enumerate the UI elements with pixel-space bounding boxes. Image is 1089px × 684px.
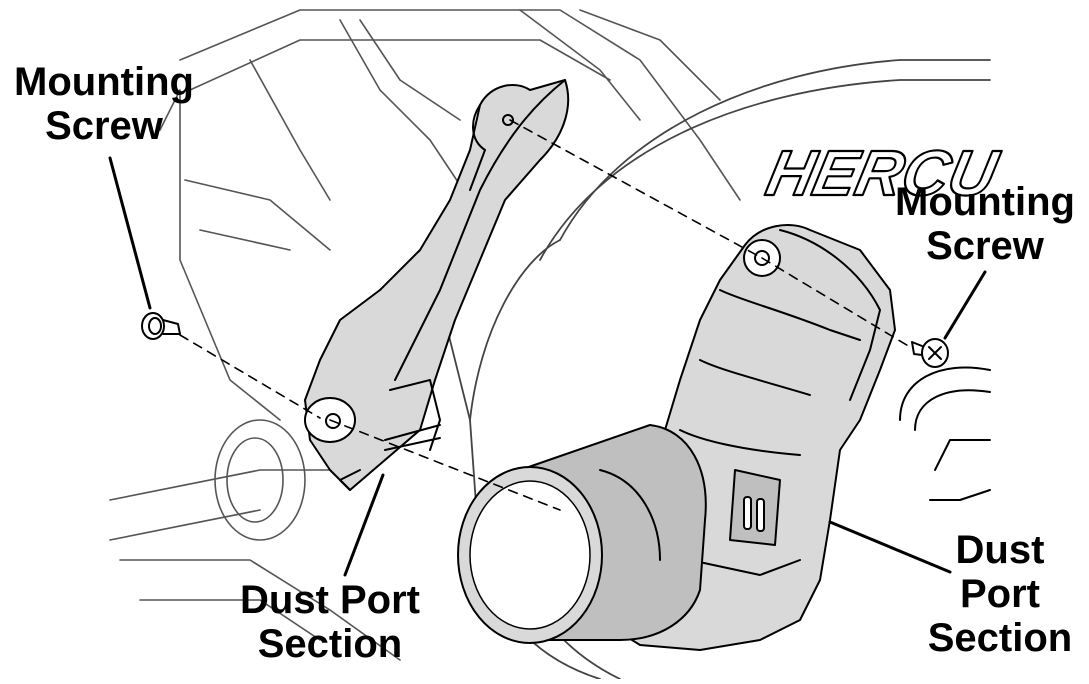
alignment-dashes	[179, 119, 911, 511]
callout-right-port-line3: Section	[927, 616, 1073, 660]
svg-text:HERCU: HERCU	[761, 137, 1006, 209]
callout-left-port-line1: Dust Port	[240, 578, 420, 622]
left-mounting-screw-icon	[141, 312, 181, 340]
callout-left-dust-port-section: Dust Port Section	[228, 578, 432, 666]
callout-right-port-line2: Port	[960, 572, 1040, 616]
leader-left-screw	[108, 156, 152, 310]
leader-right-screw	[943, 270, 987, 340]
callout-right-dust-port-section: Dust Port Section	[915, 528, 1085, 660]
brand-logo: HERCU	[760, 136, 1007, 210]
leader-lines	[108, 156, 987, 577]
blade-knob	[899, 366, 991, 501]
callout-right-port-line1: Dust	[955, 528, 1045, 572]
callout-left-mounting-screw: Mounting Screw	[4, 60, 204, 148]
left-dust-port-section	[304, 79, 570, 491]
leader-right-port	[828, 520, 952, 574]
callout-left-screw-line2: Screw	[45, 104, 163, 148]
leader-left-port	[343, 473, 385, 577]
callout-right-screw-line1: Mounting	[895, 180, 1075, 224]
right-mounting-screw-icon	[911, 338, 949, 368]
callout-left-screw-line1: Mounting	[14, 60, 194, 104]
dust-tube	[457, 424, 707, 644]
callout-left-port-line2: Section	[257, 622, 403, 666]
saw-body-outline	[109, 9, 741, 661]
callout-right-mounting-screw: Mounting Screw	[884, 180, 1086, 268]
callout-right-screw-line2: Screw	[926, 224, 1044, 268]
